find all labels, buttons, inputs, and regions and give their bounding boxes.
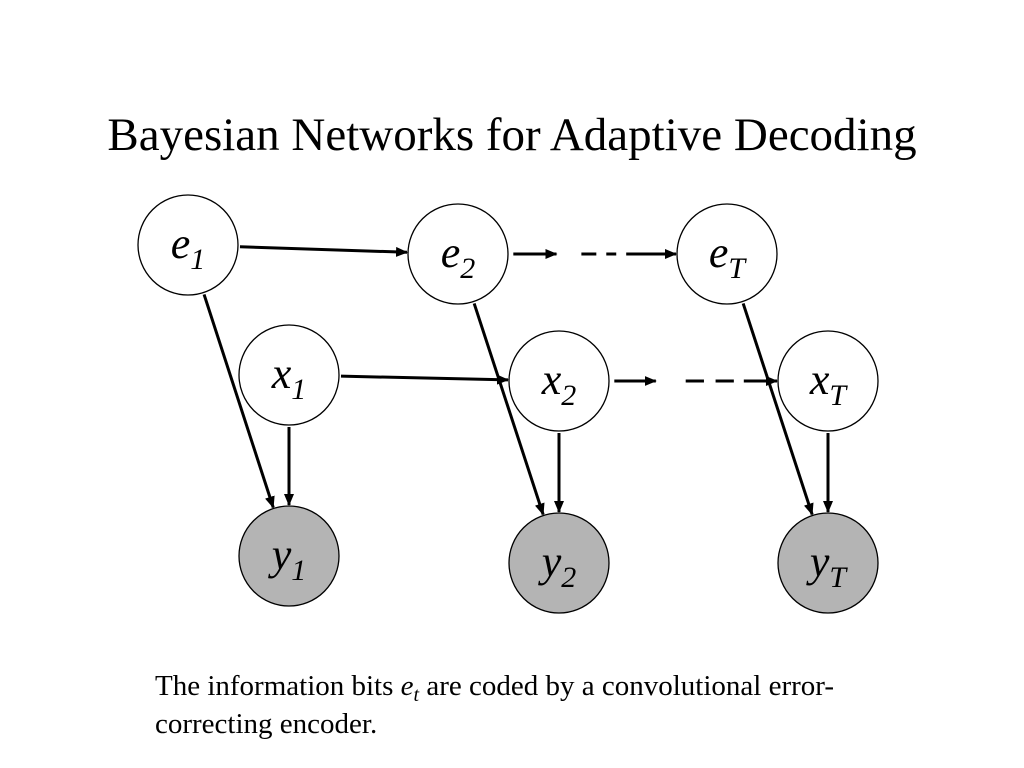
- info-bit-node-icon: [407, 203, 509, 305]
- state-node-icon: [238, 324, 340, 426]
- node-label: x1: [271, 349, 307, 406]
- observation-node-icon: [508, 512, 610, 614]
- edge-arrow: [741, 302, 814, 516]
- node-label-base: x: [809, 355, 830, 404]
- node-label: e1: [171, 219, 206, 276]
- node-yT: yT: [777, 512, 879, 614]
- node-label-base: y: [268, 530, 292, 579]
- node-label: e2: [441, 228, 476, 285]
- node-label-base: x: [541, 355, 562, 404]
- edge-arrow: [472, 302, 545, 516]
- node-x2: x2: [508, 330, 610, 432]
- node-label: y1: [268, 530, 307, 587]
- edge-x1-x2: [340, 374, 510, 385]
- edge-eT-yT: [741, 302, 814, 516]
- node-label-base: x: [271, 349, 292, 398]
- node-y1: y1: [238, 505, 340, 607]
- node-y2: y2: [508, 512, 610, 614]
- node-label-subscript: 2: [460, 252, 475, 285]
- edge-arrow: [239, 245, 409, 257]
- node-label: x2: [541, 355, 577, 412]
- edge-layer: [202, 245, 833, 516]
- edge-arrow: [202, 293, 275, 509]
- node-xT: xT: [777, 330, 879, 432]
- caption-variable-base: e: [400, 670, 414, 702]
- caption-text-start: The information bits: [155, 670, 401, 702]
- edge-e1-e2: [239, 245, 409, 257]
- node-label: eT: [709, 228, 748, 285]
- node-label-subscript: T: [829, 379, 848, 412]
- node-label-subscript: T: [829, 561, 848, 594]
- edge-e2-y2: [472, 302, 545, 516]
- info-bit-node-icon: [137, 194, 239, 296]
- node-e2: e2: [407, 203, 509, 305]
- edge-arrow: [340, 374, 510, 385]
- node-label-subscript: 1: [291, 554, 306, 587]
- state-node-icon: [508, 330, 610, 432]
- node-e1: e1: [137, 194, 239, 296]
- node-label-subscript: 2: [561, 561, 576, 594]
- node-label: yT: [806, 537, 849, 594]
- info-bit-node-icon: [676, 203, 778, 305]
- node-label-subscript: 2: [561, 379, 576, 412]
- observation-node-icon: [777, 512, 879, 614]
- node-eT: eT: [676, 203, 778, 305]
- edge-e1-y1: [202, 293, 275, 509]
- slide-title: Bayesian Networks for Adaptive Decoding: [107, 109, 917, 161]
- state-node-icon: [777, 330, 879, 432]
- caption-variable: et: [400, 670, 419, 705]
- node-label: y2: [538, 537, 577, 594]
- node-label-base: y: [538, 537, 562, 586]
- node-label: xT: [809, 355, 849, 412]
- node-x1: x1: [238, 324, 340, 426]
- node-label-base: e: [441, 228, 461, 277]
- node-label-subscript: 1: [190, 243, 205, 276]
- node-label-subscript: 1: [291, 373, 306, 406]
- caption-text-end: are coded by a convolutional error-corre…: [155, 670, 835, 740]
- node-label-base: y: [806, 537, 830, 586]
- node-label-base: e: [171, 219, 191, 268]
- node-label-subscript: T: [728, 252, 747, 285]
- caption-variable-subscript: t: [413, 684, 420, 706]
- caption: The information bits et are coded by a c…: [155, 667, 915, 743]
- observation-node-icon: [238, 505, 340, 607]
- node-label-base: e: [709, 228, 729, 277]
